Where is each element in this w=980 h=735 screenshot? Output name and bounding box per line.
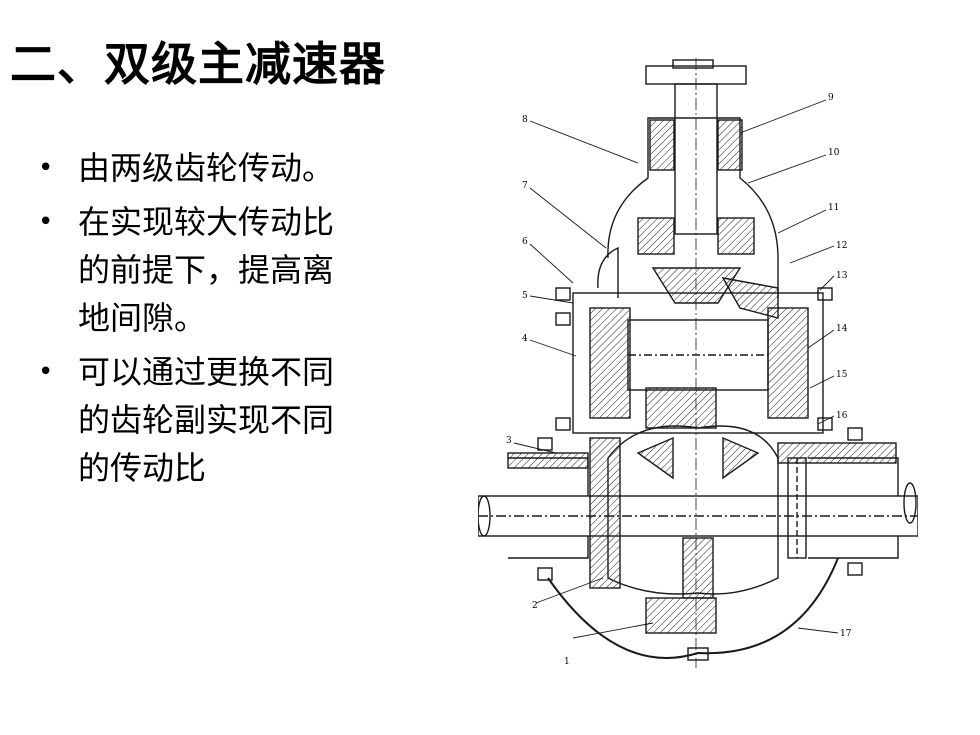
bullet-line: 可以通过更换不同 <box>78 353 335 391</box>
bullet-line: 地间隙。 <box>78 299 207 337</box>
callout-15: 15 <box>836 370 848 380</box>
callout-13: 13 <box>836 271 848 281</box>
callout-1: 1 <box>564 657 570 667</box>
bullet-icon: • <box>38 153 54 183</box>
callout-7: 7 <box>522 181 528 191</box>
callout-17: 17 <box>840 629 852 639</box>
callout-labels: 1 2 3 4 5 6 7 8 9 10 11 12 13 14 15 16 1… <box>506 93 852 667</box>
callout-6: 6 <box>522 237 528 247</box>
callout-11: 11 <box>828 203 839 213</box>
bullet-list: • 由两级齿轮传动。 • 在实现较大传动比 的前提下，提高离 地间隙。 • 可以… <box>38 144 398 498</box>
bullet-item: • 由两级齿轮传动。 <box>38 144 398 192</box>
bullet-line: 的齿轮副实现不同 <box>78 401 335 439</box>
callout-2: 2 <box>532 601 538 611</box>
drawing-lines <box>478 58 918 668</box>
bullet-item: • 可以通过更换不同 的齿轮副实现不同 的传动比 <box>38 348 398 492</box>
slide-title: 二、双级主减速器 <box>10 37 386 91</box>
callout-8: 8 <box>522 115 528 125</box>
double-reduction-drive-drawing: 1 2 3 4 5 6 7 8 9 10 11 12 13 14 15 16 1… <box>478 58 918 678</box>
bullet-line: 由两级齿轮传动。 <box>78 149 335 187</box>
bullet-line: 的前提下，提高离 <box>78 251 335 289</box>
callout-3: 3 <box>506 436 512 446</box>
callout-12: 12 <box>836 241 847 251</box>
drawing-svg: 1 2 3 4 5 6 7 8 9 10 11 12 13 14 15 16 1… <box>478 58 918 668</box>
bullet-line: 的传动比 <box>78 449 207 487</box>
callout-5: 5 <box>522 291 528 301</box>
leader-lines <box>513 99 839 639</box>
bullet-icon: • <box>38 207 54 237</box>
callout-10: 10 <box>828 148 840 158</box>
bullet-item: • 在实现较大传动比 的前提下，提高离 地间隙。 <box>38 198 398 342</box>
bullet-line: 在实现较大传动比 <box>78 203 335 241</box>
callout-4: 4 <box>522 334 528 344</box>
callout-16: 16 <box>836 411 848 421</box>
bullet-icon: • <box>38 357 54 387</box>
callout-9: 9 <box>828 93 834 103</box>
callout-14: 14 <box>836 324 848 334</box>
